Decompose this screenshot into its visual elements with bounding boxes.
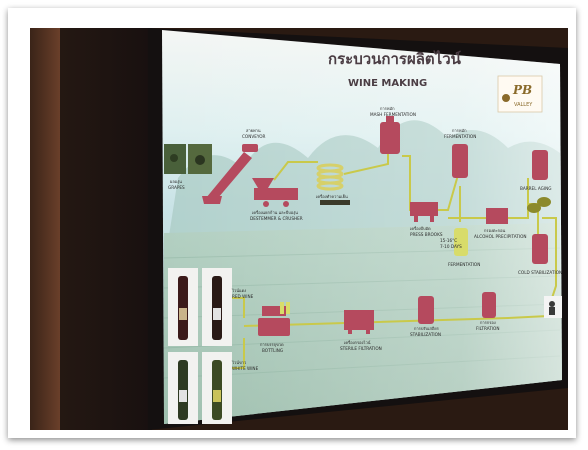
svg-text:VALLEY: VALLEY [514,102,533,108]
mash-label-thai: การหมัก [380,106,395,111]
bottling-machine [258,302,290,336]
barrel-label: BARREL AGING [520,186,552,191]
photo-frame: กระบวนการผลิตไวน์ WINE MAKING PB VALLEY … [8,8,576,438]
alcohol-label-thai: กรองตะกอน [484,228,505,233]
photo: กระบวนการผลิตไวน์ WINE MAKING PB VALLEY … [30,28,568,430]
conveyor-label-thai: สายพาน [246,128,261,133]
press-label-thai: เครื่องบีบอัด [410,226,431,231]
fermentation-label: FERMENTATION [444,134,476,139]
red-wine-label-thai: ไวน์แดง [231,288,246,293]
filling-label: FILTRATION [476,326,499,331]
dark-frame-edge [60,28,152,430]
fermentation-tank [452,144,468,178]
conveyor-machine [202,144,258,204]
destemmer-crusher [252,178,298,207]
grapes-label-thai: ผลองุ่น [170,179,182,185]
cooler-label-thai: เครื่องทำความเย็น [316,193,348,199]
oak-barrels [527,197,551,213]
wine-making-poster: กระบวนการผลิตไวน์ WINE MAKING PB VALLEY … [148,28,568,430]
precipitation-machine [486,208,508,224]
stabilization-tank [418,296,434,324]
press-label: PRESS BROOKS [410,232,443,237]
days-label: 7-10 DAYS [440,244,462,249]
fermentation-label-thai: การหมัก [452,128,467,133]
title-thai: กระบวนการผลิตไวน์ [328,49,462,68]
conveyor-label: CONVEYOR [242,134,265,139]
cooler-base [320,200,350,205]
mash-label: MASH FERMENTATION [370,112,416,117]
stabilization-label-thai: การปรับเสถียร [414,326,440,331]
pb-valley-logo: PB VALLEY [497,75,543,113]
red-wine-label: RED WINE [232,294,254,299]
white-wine-label: WHITE WINE [232,366,259,371]
white-fermentation-label: FERMENTATION [448,262,480,267]
stabilization-label: STABILIZATION [410,332,441,337]
title-english: WINE MAKING [348,78,427,89]
filling-label-thai: การกรอง [480,320,496,325]
white-wine-bottles [168,352,232,424]
bottling-label-thai: การบรรจุขวด [260,342,284,348]
grapes-image [164,144,212,174]
destemmer-label: DESTEMMER & CRUSHER [250,216,303,221]
destemmer-label-thai: เครื่องแยกก้าน และบีบองุ่น [252,210,298,216]
temperature-label: 15-16°C [440,238,457,243]
filtration-tank [482,292,496,318]
filtration-label: STERILE FILTRATION [340,346,382,351]
filtration-label-thai: เครื่องกรองไวน์ [344,340,371,345]
white-wine-tank [454,228,468,256]
cold-label: COLD STABILIZATION [518,270,562,275]
alcohol-label: ALCOHOL PRECIPITATION [474,234,527,239]
red-wine-bottles [168,268,232,346]
press-machine [410,202,438,222]
bottling-label: BOTTLING [262,348,283,353]
cold-stabilization-tank [532,234,548,264]
white-wine-label-thai: ไวน์ขาว [231,360,246,365]
sterile-filter [344,310,374,334]
cooler-coil [316,163,344,191]
mash-fermentation-tank [380,116,400,154]
barrel-aging-tank [532,150,548,180]
winemaker-figure [544,296,562,318]
svg-text:PB: PB [512,83,532,97]
grapes-label: GRAPES [168,185,185,190]
wooden-wall [30,28,60,430]
